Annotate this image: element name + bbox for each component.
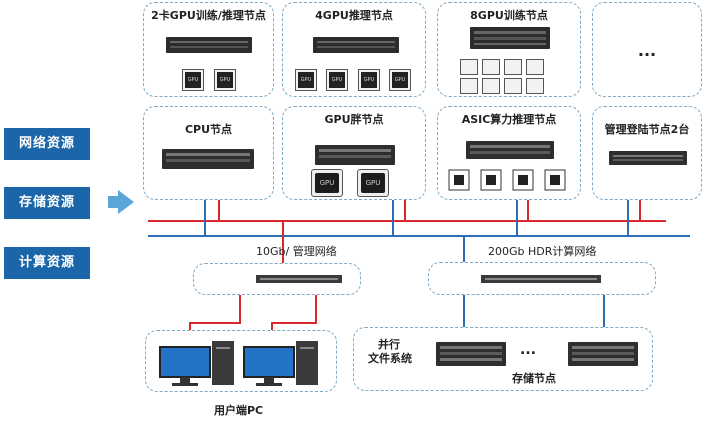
gpu-icon (482, 78, 500, 94)
rack-server-icon (313, 37, 399, 53)
network-switch-icon (256, 275, 342, 283)
node-title: 4GPU推理节点 (315, 9, 393, 22)
node-title: 2卡GPU训练/推理节点 (151, 9, 266, 22)
network-switch-icon (481, 275, 601, 283)
storage-ellipsis: ... (520, 342, 536, 358)
node-asic: ASIC算力推理节点 (437, 106, 581, 200)
storage-server-icon (568, 342, 638, 366)
asic-chip-icon (544, 169, 566, 191)
compute-resources-button[interactable]: 计算资源 (4, 247, 90, 279)
node-gpu4-infer: 4GPU推理节点 GPU GPU GPU GPU (282, 2, 426, 97)
rack-server-icon (162, 149, 254, 169)
gpu-icon (526, 78, 544, 94)
parallel-fs-label-2: 文件系统 (368, 352, 412, 365)
gpu-icon: GPU (295, 69, 317, 91)
gpu-icon: GPU (358, 69, 380, 91)
gpu-icon: GPU (214, 69, 236, 91)
gpu-icon (504, 59, 522, 75)
arrow-icon (108, 190, 134, 214)
rack-server-icon (166, 37, 252, 53)
mgmt-switch-box (193, 263, 361, 295)
gpu-icon: GPU (389, 69, 411, 91)
storage-node-label: 存储节点 (512, 372, 556, 385)
rack-server-icon (470, 27, 550, 49)
gpu-icon (504, 78, 522, 94)
storage-resources-button[interactable]: 存储资源 (4, 187, 90, 219)
node-cpu: CPU节点 (143, 106, 274, 200)
hdr-switch-box (428, 262, 656, 295)
rack-server-icon (315, 145, 395, 165)
node-gpu-2card-train: 2卡GPU训练/推理节点 GPU GPU (143, 2, 274, 97)
node-title: GPU胖节点 (324, 113, 384, 126)
node-title: 管理登陆节点2台 (604, 123, 690, 136)
asic-chip-icon (512, 169, 534, 191)
parallel-fs-label-1: 并行 (378, 338, 400, 351)
node-more: ... (592, 2, 702, 97)
rack-server-icon (466, 141, 554, 159)
user-pc-box (145, 330, 337, 392)
desktop-pc-icon (159, 341, 234, 386)
node-title: ASIC算力推理节点 (461, 113, 557, 126)
desktop-pc-icon (243, 341, 318, 386)
rack-server-icon (609, 151, 687, 165)
storage-box: 并行 文件系统 ... 存储节点 (353, 327, 653, 391)
node-title: 8GPU训练节点 (470, 9, 548, 22)
more-ellipsis: ... (637, 41, 657, 60)
node-gpu8-train: 8GPU训练节点 (437, 2, 581, 97)
gpu-icon: GPU (326, 69, 348, 91)
node-gpu-fat: GPU胖节点 GPU GPU (282, 106, 426, 200)
gpu-icon: GPU (311, 169, 343, 197)
gpu-icon: GPU (357, 169, 389, 197)
user-pc-label: 用户端PC (214, 404, 264, 417)
storage-server-icon (436, 342, 506, 366)
asic-chip-icon (448, 169, 470, 191)
hdr-network-label: 200Gb HDR计算网络 (488, 245, 597, 258)
gpu-icon (460, 78, 478, 94)
mgmt-network-label: 10Gb/ 管理网络 (256, 245, 337, 258)
gpu-icon (482, 59, 500, 75)
gpu-icon: GPU (182, 69, 204, 91)
node-mgmt-login: 管理登陆节点2台 (592, 106, 702, 200)
node-title: CPU节点 (184, 123, 233, 136)
gpu-icon (460, 59, 478, 75)
gpu-icon (526, 59, 544, 75)
network-resources-button[interactable]: 网络资源 (4, 128, 90, 160)
asic-chip-icon (480, 169, 502, 191)
